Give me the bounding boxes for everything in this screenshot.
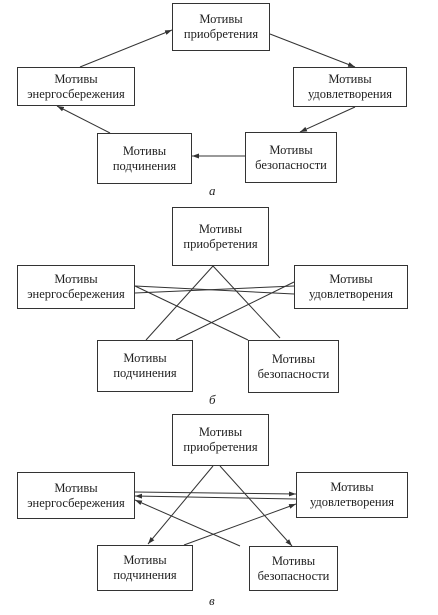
box-acquisition-a: Мотивы приобретения (172, 3, 270, 51)
box-acquisition-c: Мотивы приобретения (172, 414, 269, 466)
box-submission-a: Мотивы подчинения (97, 133, 192, 184)
box-safety-a: Мотивы безопасности (245, 132, 337, 183)
arrow-submission-to-energy (56, 105, 111, 134)
caption-c: в (209, 593, 215, 608)
star-line-b-2 (212, 265, 281, 339)
box-line1: Мотивы (199, 12, 243, 26)
box-line1: Мотивы (330, 480, 374, 494)
box-line1: Мотивы (122, 143, 167, 158)
star-line-b-5 (175, 281, 295, 341)
box-line2: безопасности (257, 366, 330, 381)
box-line2: подчинения (113, 366, 177, 380)
star-arrow-c-6 (183, 503, 297, 546)
box-line1: Мотивы (271, 553, 316, 568)
box-line1: Мотивы (123, 553, 167, 567)
box-line2: энергосбережения (27, 287, 125, 301)
box-line1: Мотивы (54, 272, 98, 286)
box-line2: приобретения (183, 236, 258, 251)
box-acquisition-b: Мотивы приобретения (172, 207, 269, 266)
box-line1: Мотивы (198, 425, 243, 439)
box-line1: Мотивы (123, 351, 167, 365)
box-line2: приобретения (183, 27, 259, 41)
box-satisfaction-c: Мотивы удовлетворения (296, 472, 408, 518)
box-submission-c: Мотивы подчинения (97, 545, 193, 591)
box-submission-b: Мотивы подчинения (97, 340, 193, 392)
box-line1: Мотивы (329, 272, 373, 286)
box-line1: Мотивы (54, 480, 98, 495)
star-line-b-6 (134, 285, 295, 294)
box-satisfaction-a: Мотивы удовлетворения (293, 67, 407, 107)
box-line1: Мотивы (54, 71, 98, 86)
box-line1: Мотивы (269, 142, 313, 157)
box-line2: безопасности (255, 157, 327, 172)
star-line-b-1 (145, 265, 214, 341)
box-line2: безопасности (257, 568, 330, 583)
box-line2: удовлетворения (309, 495, 395, 509)
box-energy-c: Мотивы энергосбережения (17, 472, 135, 519)
box-energy-a: Мотивы энергосбережения (17, 67, 135, 106)
box-line2: удовлетворения (307, 87, 393, 101)
star-arrow-c-4 (134, 493, 297, 500)
box-energy-b: Мотивы энергосбережения (17, 265, 135, 309)
caption-b: б (209, 392, 216, 407)
star-arrow-c-3 (134, 491, 297, 497)
box-line2: приобретения (183, 440, 258, 454)
box-line1: Мотивы (198, 221, 243, 236)
box-line2: подчинения (112, 158, 177, 173)
box-line2: удовлетворения (308, 287, 394, 301)
star-arrow-c-2 (219, 465, 293, 547)
box-safety-c: Мотивы безопасности (249, 546, 338, 591)
box-line2: энергосбережения (27, 495, 125, 510)
box-line1: Мотивы (271, 351, 316, 366)
arrow-acquisition-to-satisfaction (269, 33, 356, 68)
box-line2: энергосбережения (27, 86, 125, 101)
caption-a: а (209, 183, 216, 198)
star-arrow-c-1 (147, 465, 214, 545)
box-safety-b: Мотивы безопасности (248, 340, 339, 393)
arrow-energy-to-acquisition (79, 29, 173, 68)
box-satisfaction-b: Мотивы удовлетворения (294, 265, 408, 309)
box-line1: Мотивы (328, 72, 372, 86)
star-arrow-c-5 (134, 499, 241, 547)
star-line-b-4 (134, 285, 249, 341)
arrow-satisfaction-to-safety (299, 106, 356, 133)
box-line2: подчинения (113, 568, 177, 582)
